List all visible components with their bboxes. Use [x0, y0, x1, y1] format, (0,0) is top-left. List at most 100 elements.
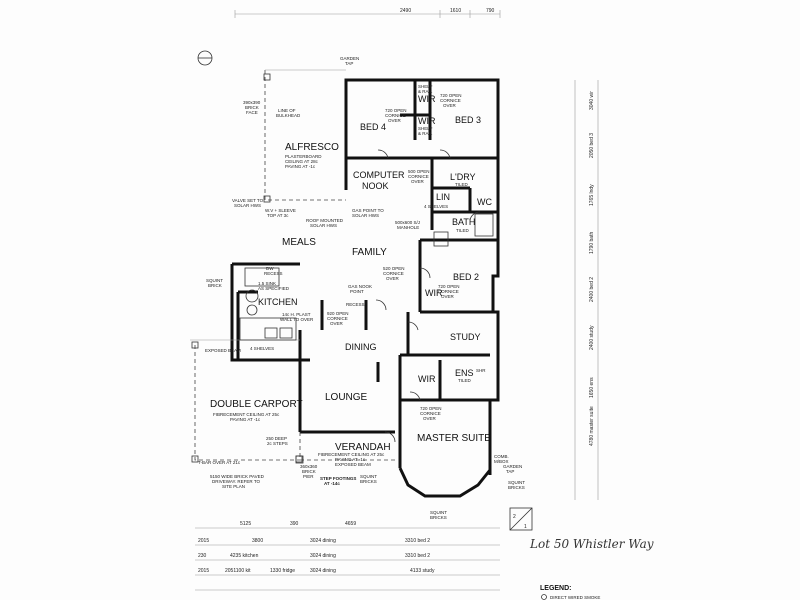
note-brick-face-line-1: 390x390 [243, 100, 261, 105]
door-swings [375, 149, 481, 443]
note-tiled-bath: TILED [456, 228, 470, 233]
note-sink-line-1: 1.5 SINK [258, 281, 276, 286]
note-tiled-ldry: TILED [455, 182, 469, 187]
note-brick-face-line-3: FACE [246, 110, 258, 115]
note-brick-pier-line-3: PIER [303, 474, 314, 479]
handwritten-note: Lot 50 Whistler Way [529, 537, 654, 551]
note-driveway-line-1: 5150 WIDE BRICK PAVED [210, 474, 265, 479]
room-wir-small: WIR [418, 116, 436, 126]
dim-right-0: 3040 wir [589, 91, 595, 110]
note-garden-tap-right-line-2: TAP [506, 469, 514, 474]
dim-right-6: 1650 ens [589, 377, 595, 398]
dim-bottom-r2-2: 3800 [252, 538, 263, 544]
note-cornice-bed4-line-3: OVER [388, 118, 402, 123]
dim-bottom-r4-7: 4133 study [410, 568, 435, 574]
note-squint-bricks-4-line-1: SQUINT [508, 480, 525, 485]
room-bed-4: BED 4 [360, 122, 386, 132]
note-squint-bricks-3-line-1: SQUINT [430, 510, 447, 515]
note-comb-mbox-line-1: COMB. [494, 454, 509, 459]
note-cornice-nook-line-1: 500 OPEN [408, 169, 430, 174]
note-gas-point-line-1: GAS POINT TO [352, 208, 384, 213]
note-verandah-ceiling-line-2: PAVING AT -1c [335, 457, 366, 462]
dim-right-3: 1790 bath [589, 232, 595, 254]
note-step-footings-line-1: STEP FOOTINGS [320, 476, 356, 481]
note-valve-set-line-2: SOLAR HWS [234, 203, 261, 208]
dim-bottom-r3-4: 3024 dining [310, 553, 336, 559]
dim-right-4: 2400 bed 2 [589, 277, 595, 302]
note-dw-recess-line-2: RECESS [264, 271, 283, 276]
note-alfresco-ceiling-line-2: CEILING AT 28c [285, 159, 319, 164]
kitchen-fixtures [239, 267, 297, 341]
dim-bottom-r2-4: 3024 dining [310, 538, 336, 544]
note-shelf-rail-1: SHELF& RAIL [418, 84, 433, 94]
note-squint-bricks-4-line-2: BRICKS [508, 485, 525, 490]
note-cornice-master-line-1: 720 OPEN [420, 406, 442, 411]
room-computer-nook-line-1: COMPUTER [353, 170, 405, 180]
note-squint-bricks-2-line-1: SQUINT [360, 474, 377, 479]
room-double-carport: DOUBLE CARPORT [210, 399, 303, 410]
note-cornice-bed2-line-2: CORNICE [438, 289, 459, 294]
dim-bottom-r2-1: 2015 [198, 538, 209, 544]
note-shelf-rail-2: SHELF& RAIL [418, 126, 433, 136]
dim-bottom-r3-1: 230 [198, 553, 207, 559]
note-verandah-ceiling-line-1: FIBRECEMENT CEILING AT 25c [318, 452, 385, 457]
room-computer-nook-line-2: NOOK [362, 181, 389, 191]
note-step-footings-line-2: AT -14c [324, 481, 340, 486]
note-valve-set-line-1: VALVE SET TO [232, 198, 264, 203]
internal-walls [232, 80, 498, 402]
note-carport-ceiling-line-1: FIBRECEMENT CEILING AT 25c [213, 412, 280, 417]
verandah-outline [295, 432, 395, 464]
note-alfresco-ceiling-line-1: PLASTERBOARD [285, 154, 322, 159]
note-cornice-family-line-3: OVER [386, 276, 400, 281]
note-cornice-master-line-2: CORNICE [420, 411, 441, 416]
note-shelf-rail-2-line-2: & RAIL [418, 131, 433, 136]
sheet-number-bottom: 2 1 [509, 507, 533, 531]
note-shelves-4: 4 SHELVES [424, 204, 448, 209]
legend: LEGEND: DIRECT WIRED SMOKE [540, 585, 600, 600]
right-dimension-strip [574, 80, 599, 500]
bath-fixtures [433, 213, 494, 247]
room-labels: BED 4 BED 3 WIR WIR ALFRESCO COMPUTER NO… [210, 94, 492, 453]
note-shelf-rail-1-line-1: SHELF [418, 84, 433, 89]
note-wv-sleeve-line-2: TOP AT 3c [267, 213, 289, 218]
note-cornice-nook-line-3: OVER [411, 179, 425, 184]
note-cornice-dining-line-1: 920 OPEN [327, 311, 349, 316]
dim-bottom-r4-6: 3024 dining [310, 568, 336, 574]
note-cornice-family-line-2: CORNICE [383, 271, 404, 276]
note-line-of-bulkhead-line-2: BULKHEAD [276, 113, 301, 118]
dim-right-1: 2050 bed 3 [589, 133, 595, 158]
note-garden-tap-top-line-2: TAP [345, 61, 353, 66]
note-cornice-bed4-line-2: CORNICE [385, 113, 406, 118]
note-comb-mbox-line-2: M/BOX [494, 459, 509, 464]
note-recess: RECESS [346, 302, 365, 307]
note-cornice-dining-line-3: OVER [330, 321, 344, 326]
note-exposed-beam-2: EXPOSED BEAM [335, 462, 371, 467]
room-computer-nook: COMPUTER NOOK [353, 170, 407, 191]
room-verandah: VERANDAH [335, 442, 391, 453]
room-bed-3: BED 3 [455, 115, 481, 125]
room-bed-2: BED 2 [453, 272, 479, 282]
dim-bottom-r4-4: 1330 fridge [270, 568, 295, 574]
dim-bottom-r1-2: 390 [290, 521, 299, 527]
note-cornice-bed2-line-3: OVER [441, 294, 455, 299]
room-wc-upper: WC [477, 197, 492, 207]
note-deep-steps-line-2: 2c STEPS [267, 441, 288, 446]
note-cornice-family-line-1: 520 OPEN [383, 266, 405, 271]
